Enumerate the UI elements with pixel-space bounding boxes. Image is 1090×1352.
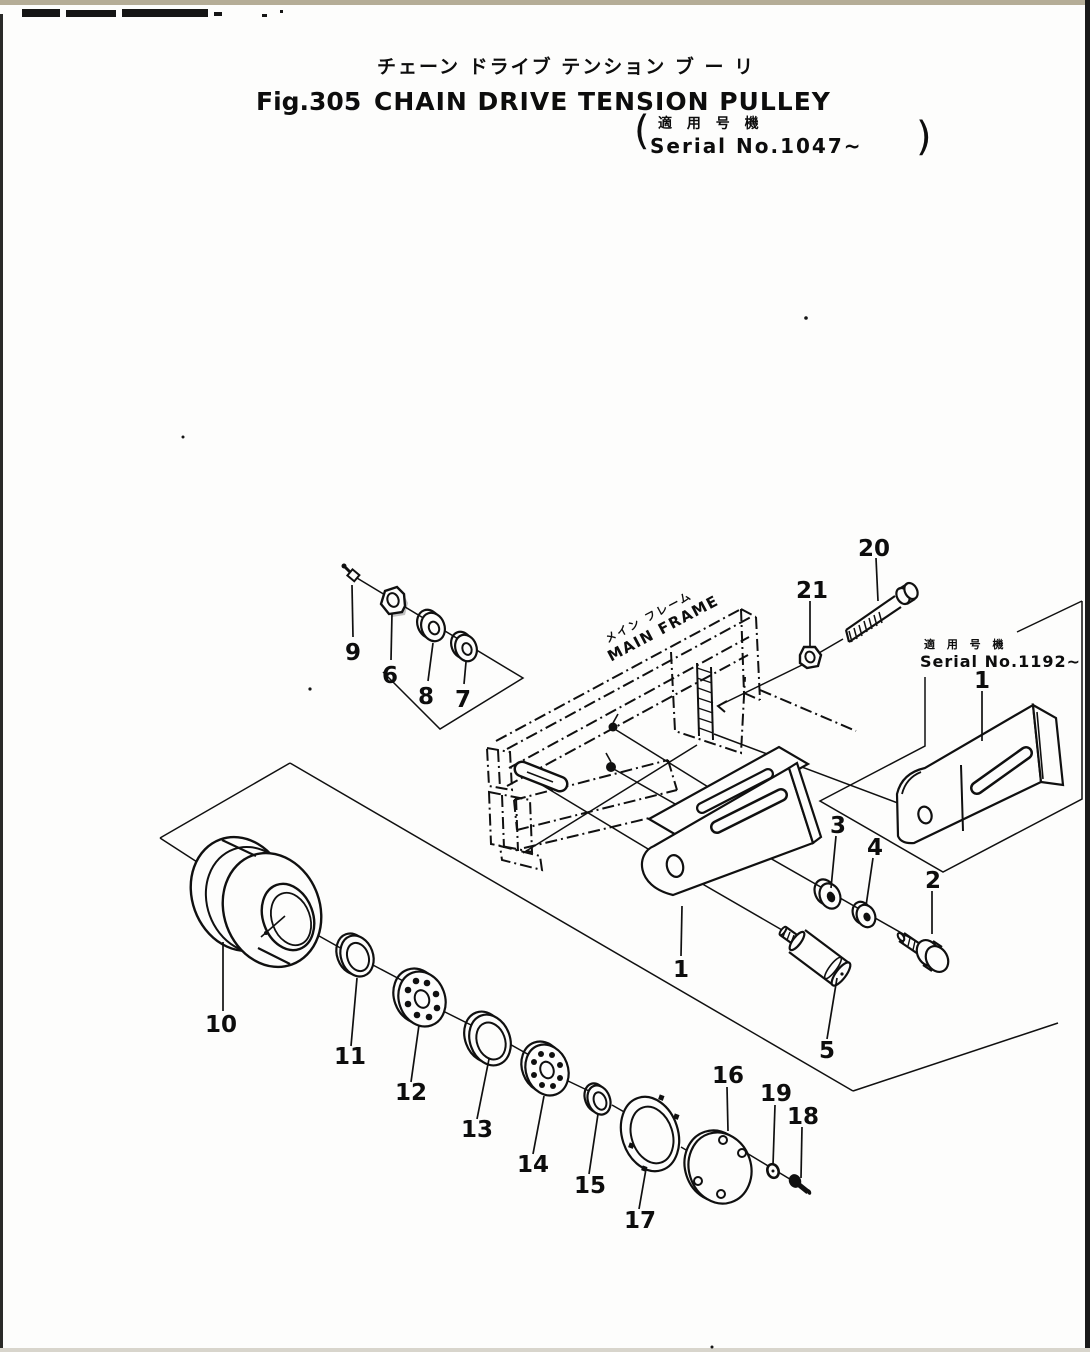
callout-leader-lines — [222, 557, 983, 1210]
lock-washer-4 — [851, 900, 877, 929]
pivot-shaft-5 — [778, 925, 852, 987]
callout-part-20: 20 — [858, 536, 890, 562]
callout-part-21: 21 — [796, 578, 828, 604]
figure-title: CHAIN DRIVE TENSION PULLEY — [374, 87, 831, 116]
bearing-12 — [392, 967, 447, 1028]
snap-ring-11 — [335, 932, 375, 978]
callout-part-4: 4 — [867, 835, 883, 861]
alt-serial-note-japanese: 適 用 号 機 — [924, 637, 1008, 651]
callout-part-5: 5 — [819, 1038, 835, 1064]
tension-bracket-alternate — [895, 702, 1065, 845]
callout-part-8: 8 — [418, 684, 434, 710]
callout-part-14: 14 — [517, 1152, 549, 1178]
washer-7 — [450, 630, 478, 663]
ring-15 — [583, 1082, 612, 1116]
figure-title-japanese: チェーン ドライブ テンション ブ ー リ — [377, 55, 755, 78]
nut-6 — [379, 585, 408, 617]
callout-part-3: 3 — [830, 813, 846, 839]
washer-3 — [813, 878, 842, 910]
bolt-18 — [788, 1174, 812, 1195]
callout-part-19: 19 — [760, 1081, 792, 1107]
callout-part-18: 18 — [787, 1104, 819, 1130]
alt-serial-note: Serial No.1192~ — [920, 652, 1081, 671]
applicable-machines-japanese: 適 用 号 機 — [658, 115, 764, 132]
callout-part-6: 6 — [382, 663, 398, 689]
serial-paren-close: ) — [916, 114, 932, 160]
callout-part-15: 15 — [574, 1173, 606, 1199]
seal-ring-17 — [619, 1094, 681, 1173]
callout-part-9: 9 — [345, 640, 361, 666]
spacer-ring-13 — [463, 1010, 512, 1067]
bolt-2 — [896, 932, 950, 973]
callout-part-1-alt: 1 — [974, 668, 990, 694]
alt-part-serial-note: 適 用 号 機 Serial No.1192~ — [920, 637, 1081, 671]
main-frame-phantom — [485, 608, 857, 872]
nut-21 — [798, 645, 823, 670]
callout-part-17: 17 — [624, 1208, 656, 1234]
frame-adjuster-tongue — [513, 760, 569, 793]
applicable-serial-number: Serial No.1047~ — [650, 134, 863, 158]
scan-artifact-marks — [22, 9, 808, 1349]
grease-fitting-9 — [341, 563, 361, 583]
frame-bolt-hole-dots — [605, 713, 619, 772]
callout-part-7: 7 — [455, 687, 471, 713]
callout-part-1: 1 — [673, 957, 689, 983]
callout-part-16: 16 — [712, 1063, 744, 1089]
frame-mounting-boss-section — [696, 662, 714, 741]
callout-part-10: 10 — [205, 1012, 237, 1038]
title-block: チェーン ドライブ テンション ブ ー リ Fig.305 CHAIN DRIV… — [256, 55, 932, 160]
bearing-14 — [520, 1040, 570, 1097]
callout-part-11: 11 — [334, 1044, 366, 1070]
washer-8 — [416, 608, 446, 643]
callout-part-12: 12 — [395, 1080, 427, 1106]
figure-number: Fig.305 — [256, 87, 361, 116]
pulley-10 — [189, 835, 323, 969]
callout-part-13: 13 — [461, 1117, 493, 1143]
callout-part-2: 2 — [925, 868, 941, 894]
tension-bracket — [640, 745, 823, 897]
lock-washer-19 — [766, 1162, 780, 1180]
cover-plate-16 — [683, 1129, 753, 1205]
callout-numbers: 9 6 8 7 20 21 1 1 3 4 2 5 10 11 12 13 14… — [205, 536, 990, 1234]
bolt-20 — [844, 581, 919, 643]
serial-paren-open: ( — [634, 108, 650, 154]
